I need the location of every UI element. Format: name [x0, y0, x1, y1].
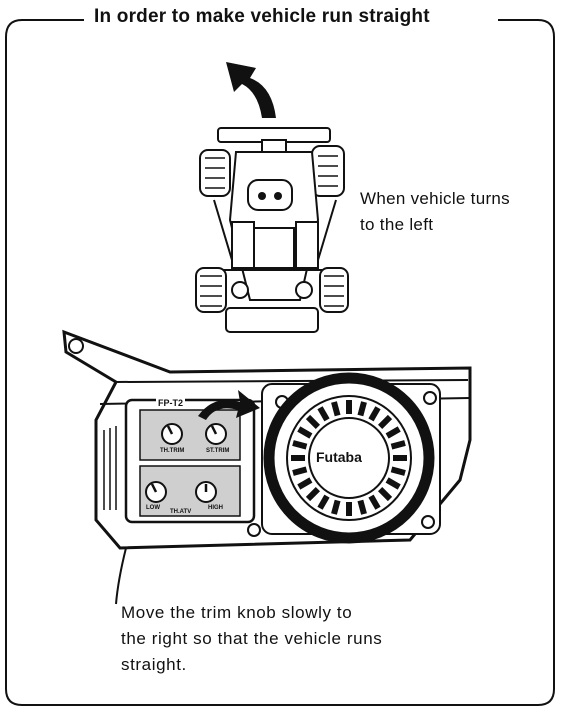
instruction-caption: Move the trim knob slowly to the right s… [121, 600, 461, 678]
